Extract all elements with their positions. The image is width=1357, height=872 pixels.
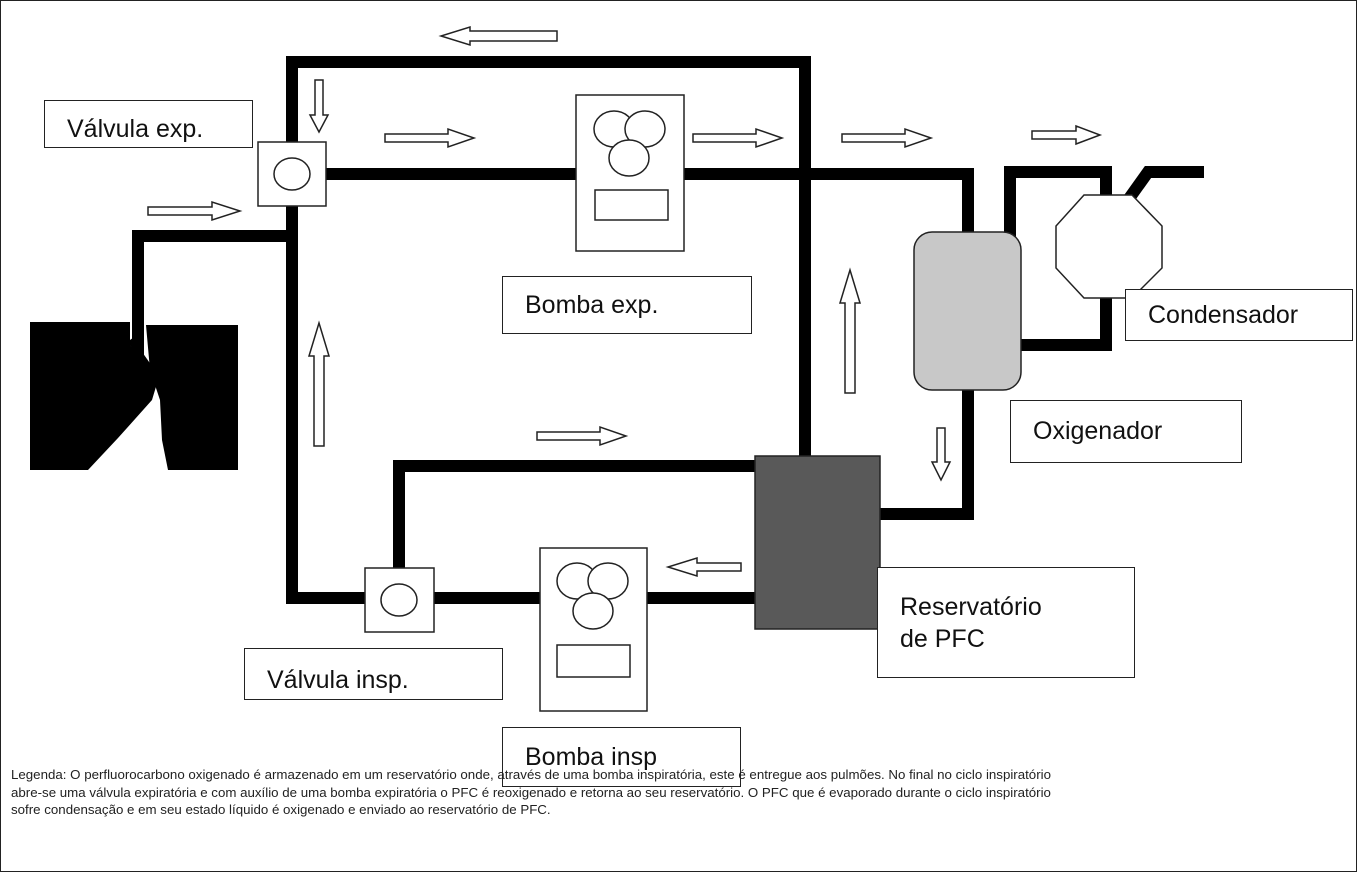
oxygenator-icon [913, 231, 1022, 391]
caption-line-3: sofre condensação e em seu estado líquid… [11, 802, 551, 817]
arrow-up-left-icon [307, 320, 331, 447]
pump-exp-icon [575, 94, 685, 252]
arrow-down-oxygenator-icon [930, 427, 952, 482]
pipe-valve-insp-up [393, 460, 761, 574]
label-oxigenador-text: Oxigenador [1033, 417, 1163, 445]
arrow-left-reservoir-icon [665, 556, 742, 578]
label-bomba-insp: Bomba insp [502, 727, 741, 787]
label-valvula-exp: Válvula exp. [44, 100, 253, 148]
label-oxigenador: Oxigenador [1010, 400, 1242, 463]
arrow-top-left-icon [438, 25, 558, 47]
figure-caption: Legenda: O perfluorocarbono oxigenado é … [11, 766, 1351, 819]
pipe-condenser-vent [1119, 166, 1204, 209]
label-bomba-insp-text: Bomba insp [525, 742, 658, 771]
arrow-down-valve-icon [308, 79, 330, 134]
pipe-condenser-bottom [1004, 290, 1112, 351]
arrow-right-bottom-icon [536, 425, 629, 447]
label-condensador-text: Condensador [1148, 300, 1299, 329]
arrow-right-2-icon [692, 127, 785, 149]
valve-insp-icon [364, 567, 435, 633]
pipe-lung-connection [132, 230, 298, 356]
label-reservatorio-line2: de PFC [900, 624, 985, 653]
label-reservatorio-line1: Reservatório [900, 592, 1042, 621]
pipe-top-loop [286, 56, 811, 591]
label-bomba-exp: Bomba exp. [502, 276, 752, 334]
pipe-oxygenator-out [874, 384, 974, 520]
reservoir-icon [754, 455, 881, 630]
label-bomba-exp-text: Bomba exp. [525, 290, 659, 319]
arrow-right-lung-icon [147, 200, 243, 222]
condenser-icon [1055, 194, 1163, 299]
caption-line-1: Legenda: O perfluorocarbono oxigenado é … [11, 767, 1051, 782]
caption-line-2: abre-se uma válvula expiratória e com au… [11, 784, 1051, 800]
pipe-bottom-left [286, 579, 371, 604]
arrow-right-1-icon [384, 127, 477, 149]
flow-arrows [147, 25, 1103, 578]
label-valvula-insp: Válvula insp. [244, 648, 503, 700]
arrow-right-4-icon [1031, 124, 1103, 146]
label-reservatorio: Reservatório de PFC [877, 567, 1135, 678]
arrow-right-3-icon [841, 127, 934, 149]
pump-insp-icon [539, 547, 648, 712]
pipe-condenser-top [1004, 166, 1112, 296]
valve-exp-icon [257, 141, 327, 207]
label-condensador: Condensador [1125, 289, 1353, 341]
label-valvula-insp-text: Válvula insp. [267, 665, 409, 694]
arrow-up-center-icon [838, 267, 862, 394]
lungs-icon [30, 322, 238, 470]
label-valvula-exp-text: Válvula exp. [67, 114, 204, 143]
